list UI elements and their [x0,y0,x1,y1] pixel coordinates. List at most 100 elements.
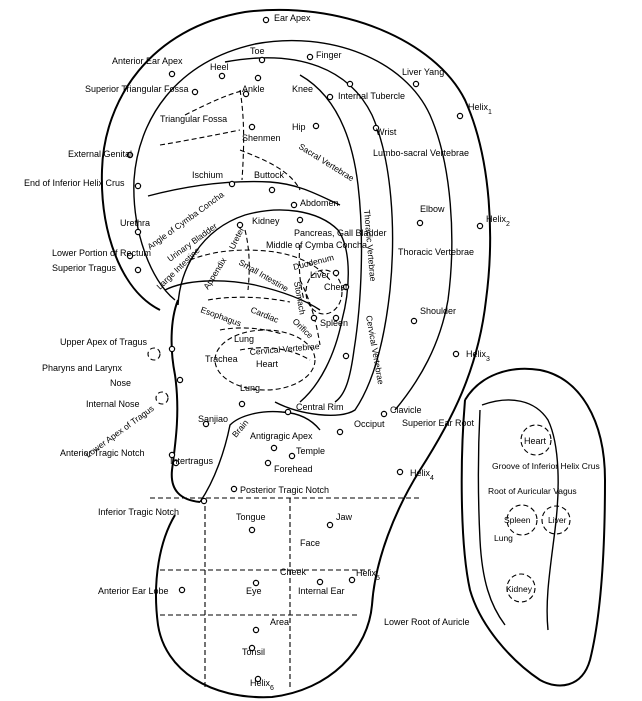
back-view-group [460,367,607,687]
acupoint-dot [168,451,176,459]
clavicle-label: Clavicle [390,405,422,415]
sanjiao-label: Sanjiao [198,414,228,424]
acupoint-dot [342,352,350,360]
acupoint-dot [284,408,292,416]
ischium-label: Ischium [192,170,223,180]
central-rim-label: Central Rim [296,402,344,412]
back-ear-outline [460,367,607,687]
external-genital-label: External Genital [68,149,132,159]
back-spleen-zone [506,504,538,536]
trachea-label: Trachea [205,354,238,364]
anterior-tragic-notch-label: Anterior Tragic Notch [60,448,145,458]
occiput-label: Occiput [354,419,385,429]
acupoint-dot [380,410,388,418]
acupoint-dot [172,459,180,467]
helix-6-label: Helix6 [250,678,274,692]
internal-ear-label: Internal Ear [298,586,345,596]
acupoint-dot [412,80,420,88]
lumbo-sacral-vertebrae-label: Lumbo-sacral Vertebrae [373,148,469,158]
lung-heart-zone [214,329,316,391]
acupoint-dot [306,53,314,61]
back-liver-label: Liver [548,515,567,525]
temple-label: Temple [296,446,325,456]
duodenum-label: Duodenum [292,252,335,272]
helix-1-label: Helix1 [468,102,492,116]
back-spleen-label: Spleen [504,515,531,525]
kidney-label: Kidney [252,216,280,226]
helix-3-text: Helix [466,349,487,359]
chest-label: Chest [324,282,348,292]
helix-6-sub: 6 [270,685,274,692]
lower-root-auricle-label: Lower Root of Auricle [384,617,470,627]
acupoint-dot [228,180,236,188]
liver-zone [305,269,343,315]
acupoint-dot [168,345,176,353]
back-ear-root [477,409,506,626]
spleen-label: Spleen [320,318,348,328]
lung-2-label: Lung [240,383,260,393]
helix-inner-rim [133,40,453,411]
wrist-label: Wrist [376,127,397,137]
upper-apex-tragus-zone [147,347,161,361]
esophagus-label: Esophagus [199,304,242,328]
area-label: Area [270,617,289,627]
root-auricular-vagus-label: Root of Auricular Vagus [488,486,577,496]
helix-3-sub: 3 [486,356,490,363]
ureter-label: Ureter [227,225,246,251]
earlobe-grid [150,497,420,690]
helix-5-sub: 5 [376,575,380,582]
acupoint-dot [264,459,272,467]
acupoint-dot [332,269,340,277]
back-lung-label: Lung [494,533,513,543]
acupoint-dot [248,644,256,652]
superior-ear-root-label: Superior Ear Root [402,418,475,428]
acupoint-dot [348,576,356,584]
acupoint-dot [134,228,142,236]
acupoint-dot [176,376,184,384]
hip-label: Hip [292,122,306,132]
shenmen-label: Shenmen [242,133,281,143]
back-kidney-label: Kidney [506,584,533,594]
acupoint-dot [254,74,262,82]
small-intestine-label: Small Intestine [237,257,291,294]
acupoint-dot [396,468,404,476]
helix-4-label: Helix4 [410,468,434,482]
jaw-label: Jaw [336,512,353,522]
acupoint-dot [126,151,134,159]
heart-label: Heart [256,359,279,369]
face-label: Face [300,538,320,548]
acupoint-dot [296,216,304,224]
cheek-label: Cheek [280,567,307,577]
tragus [170,299,201,503]
acupoint-dot [290,201,298,209]
acupoint-markers [126,16,484,683]
acupoint-dot [326,521,334,529]
buttock-label: Buttock [254,170,285,180]
acupoint-dot [252,626,260,634]
acupoint-dot [202,420,210,428]
back-liver-zone [541,505,571,535]
concha-boundary [177,209,349,403]
helix-1-text: Helix [468,102,489,112]
lower-portion-rectum-label: Lower Portion of Rectum [52,248,151,258]
back-kidney-zone [506,573,536,603]
sacral-vertebrae-label: Sacral Vertebrae [297,141,356,183]
urethra-label: Urethra [120,218,150,228]
finger-label: Finger [316,50,342,60]
posterior-tragic-notch-label: Posterior Tragic Notch [240,485,329,495]
acupoint-dot [236,221,244,229]
acupoint-dot [191,88,199,96]
acupoint-dot [476,222,484,230]
eye-label: Eye [246,586,262,596]
appendix-label: Appendix [201,255,229,291]
tonsil-label: Tonsil [242,647,265,657]
back-labels: Heart Groove of Inferior Helix Crus Root… [384,436,600,627]
acupoint-dot [268,186,276,194]
acupoint-dot [248,526,256,534]
antihelix-inner [299,74,363,403]
acupoint-dot [200,497,208,505]
antigragic-apex-label: Antigragic Apex [250,431,313,441]
end-inferior-helix-crus-label: End of Inferior Helix Crus [24,178,125,188]
lung-label: Lung [234,334,254,344]
